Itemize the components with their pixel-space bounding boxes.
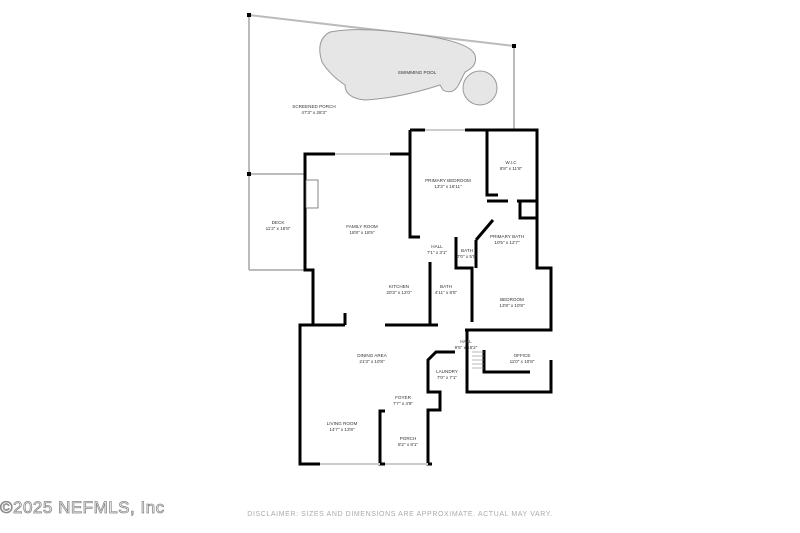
room-dims: 7'7" x 4'8" — [392, 401, 414, 406]
room-name: FAMILY ROOM — [346, 224, 378, 229]
room-name: BEDROOM — [500, 297, 524, 302]
room-dims: 11'0" x 10'8" — [509, 359, 535, 364]
disclaimer-text: DISCLAIMER: SIZES AND DIMENSIONS ARE APP… — [247, 511, 553, 518]
room-dims: 13'8" x 10'8" — [499, 303, 525, 308]
room-dims: 14'7" x 13'8" — [329, 427, 355, 432]
room-dims: 21'3" x 10'8" — [359, 359, 385, 364]
room-label-swimming-pool: SWIMMING POOL — [398, 70, 437, 76]
room-name: W.I.C — [505, 160, 517, 165]
room-name: HALL — [431, 244, 443, 249]
fireplace — [305, 179, 319, 209]
copyright-watermark: ©2025 NEFMLS, Inc — [0, 498, 165, 518]
stairs — [472, 351, 484, 369]
room-dims: 9'5" x 15'2" — [454, 345, 478, 350]
room-name: PORCH — [399, 436, 417, 441]
swimming-pool-shape — [319, 29, 498, 106]
room-dims: 7'0" x 5'5" — [456, 254, 478, 259]
room-dims: 11'2" x 16'8" — [265, 226, 291, 231]
room-name: PRIMARY BEDROOM — [425, 178, 471, 183]
room-name: BATH — [461, 248, 473, 253]
room-name: SCREENED PORCH — [292, 104, 336, 109]
room-name: PRIMARY BATH — [490, 234, 524, 239]
windows — [320, 129, 465, 465]
room-name: HALL — [460, 339, 472, 344]
room-name: FOYER — [395, 395, 411, 400]
room-name: SWIMMING POOL — [397, 70, 437, 75]
room-name: LIVING ROOM — [326, 421, 358, 426]
room-dims: 10'5" x 12'7" — [494, 240, 520, 245]
room-name: DECK — [271, 220, 285, 225]
room-name: KITCHEN — [388, 284, 410, 289]
room-dims: 18'8" x 18'5" — [349, 230, 375, 235]
room-dims: 20'3" x 12'0" — [386, 290, 412, 295]
room-dims: 4'11" x 8'5" — [434, 290, 458, 295]
room-name: DINING AREA — [357, 353, 387, 358]
room-dims: 8'8" x 11'8" — [499, 166, 523, 171]
room-name: LAUNDRY — [436, 369, 458, 374]
room-name: BATH — [440, 284, 452, 289]
room-dims: 47'3" x 28'3" — [301, 110, 327, 115]
walls — [298, 128, 553, 466]
room-name: OFFICE — [513, 353, 531, 358]
room-dims: 13'3" x 16'11" — [434, 184, 462, 189]
room-dims: 8'2" x 8'1" — [397, 442, 419, 447]
room-dims: 7'1" x 3'1" — [426, 250, 448, 255]
room-dims: 7'0" x 7'1" — [436, 375, 458, 380]
